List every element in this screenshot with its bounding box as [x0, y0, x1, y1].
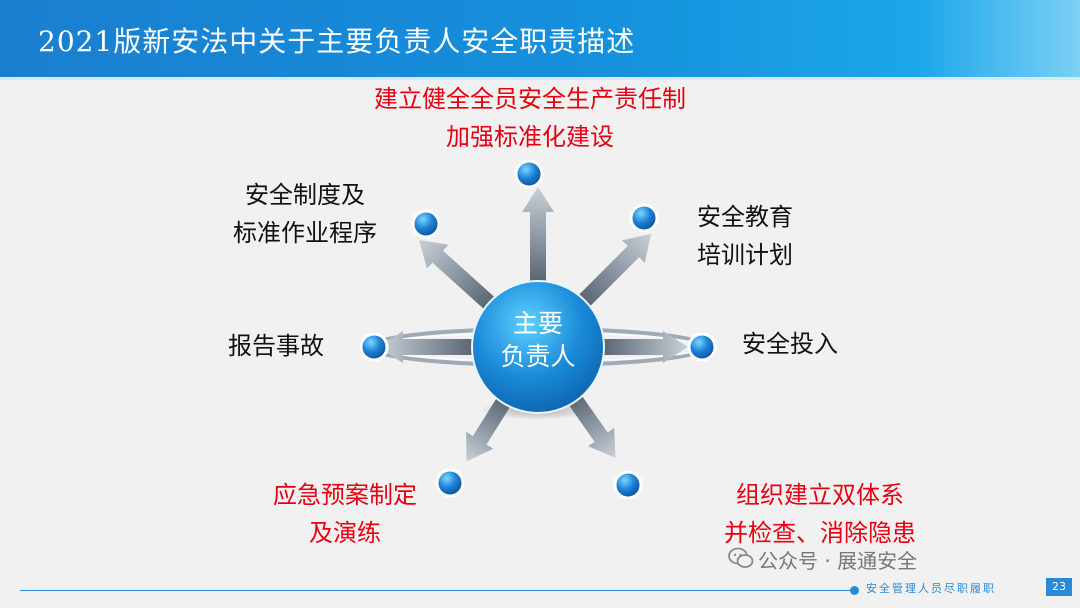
arrow-right [593, 331, 688, 363]
node-label-top-right-line2: 培训计划 [697, 241, 793, 269]
node-label-top-line2: 加强标准化建设 [446, 123, 614, 151]
node-label-right: 安全投入 [742, 325, 838, 363]
title-divider [0, 77, 1080, 80]
watermark: 公众号 · 展通安全 [728, 545, 918, 574]
hub-label-line1: 主要 [512, 309, 563, 338]
wechat-icon [728, 547, 754, 568]
node-label-top-right-line1: 安全教育 [697, 203, 793, 231]
arrow-bottom-right [562, 387, 616, 458]
node-dot-right [687, 332, 717, 362]
page-number: 23 [1046, 578, 1072, 596]
arrow-top-left [419, 239, 503, 317]
node-label-bottom-right-line2: 并检查、消除隐患 [724, 519, 916, 547]
node-dot-bottom-right [613, 470, 643, 500]
arrow-left [378, 331, 483, 363]
node-label-bottom-left-line1: 应急预案制定 [273, 481, 417, 509]
arrow-top [522, 187, 554, 292]
node-label-left-line1: 报告事故 [228, 332, 324, 360]
hub-label-line2: 负责人 [500, 342, 576, 371]
node-label-bottom-right-line1: 组织建立双体系 [736, 481, 904, 509]
arrow-bottom-left [466, 389, 516, 462]
node-label-top-right: 安全教育 培训计划 [697, 198, 793, 274]
hub-label: 主要 负责人 [474, 307, 602, 373]
node-label-bottom-left: 应急预案制定 及演练 [250, 476, 440, 552]
footer-dot [850, 586, 859, 595]
node-label-right-line1: 安全投入 [742, 330, 838, 358]
node-label-top-line1: 建立健全全员安全生产责任制 [374, 85, 686, 113]
node-label-bottom-left-line2: 及演练 [309, 519, 381, 547]
footer-text: 安全管理人员尽职履职 [866, 582, 996, 595]
node-label-top-left-line2: 标准作业程序 [233, 219, 377, 247]
node-label-bottom-right: 组织建立双体系 并检查、消除隐患 [700, 476, 940, 552]
title-bar: 2021版新安法中关于主要负责人安全职责描述 [0, 0, 1080, 77]
hub-circle [471, 280, 605, 414]
node-label-top-left: 安全制度及 标准作业程序 [210, 176, 400, 252]
node-dots [359, 159, 717, 500]
watermark-text: 公众号 · 展通安全 [758, 549, 918, 573]
footer-line [20, 590, 854, 591]
page-title: 2021版新安法中关于主要负责人安全职责描述 [38, 25, 636, 58]
node-label-top: 建立健全全员安全生产责任制 加强标准化建设 [340, 80, 720, 156]
node-dot-left [359, 332, 389, 362]
node-dot-top-left [411, 209, 441, 239]
node-dot-bottom-left [435, 468, 465, 498]
node-dot-top [514, 159, 544, 189]
node-label-left: 报告事故 [228, 327, 324, 365]
node-dot-top-right [629, 203, 659, 233]
arrow-top-right [571, 233, 652, 314]
node-label-top-left-line1: 安全制度及 [245, 181, 365, 209]
